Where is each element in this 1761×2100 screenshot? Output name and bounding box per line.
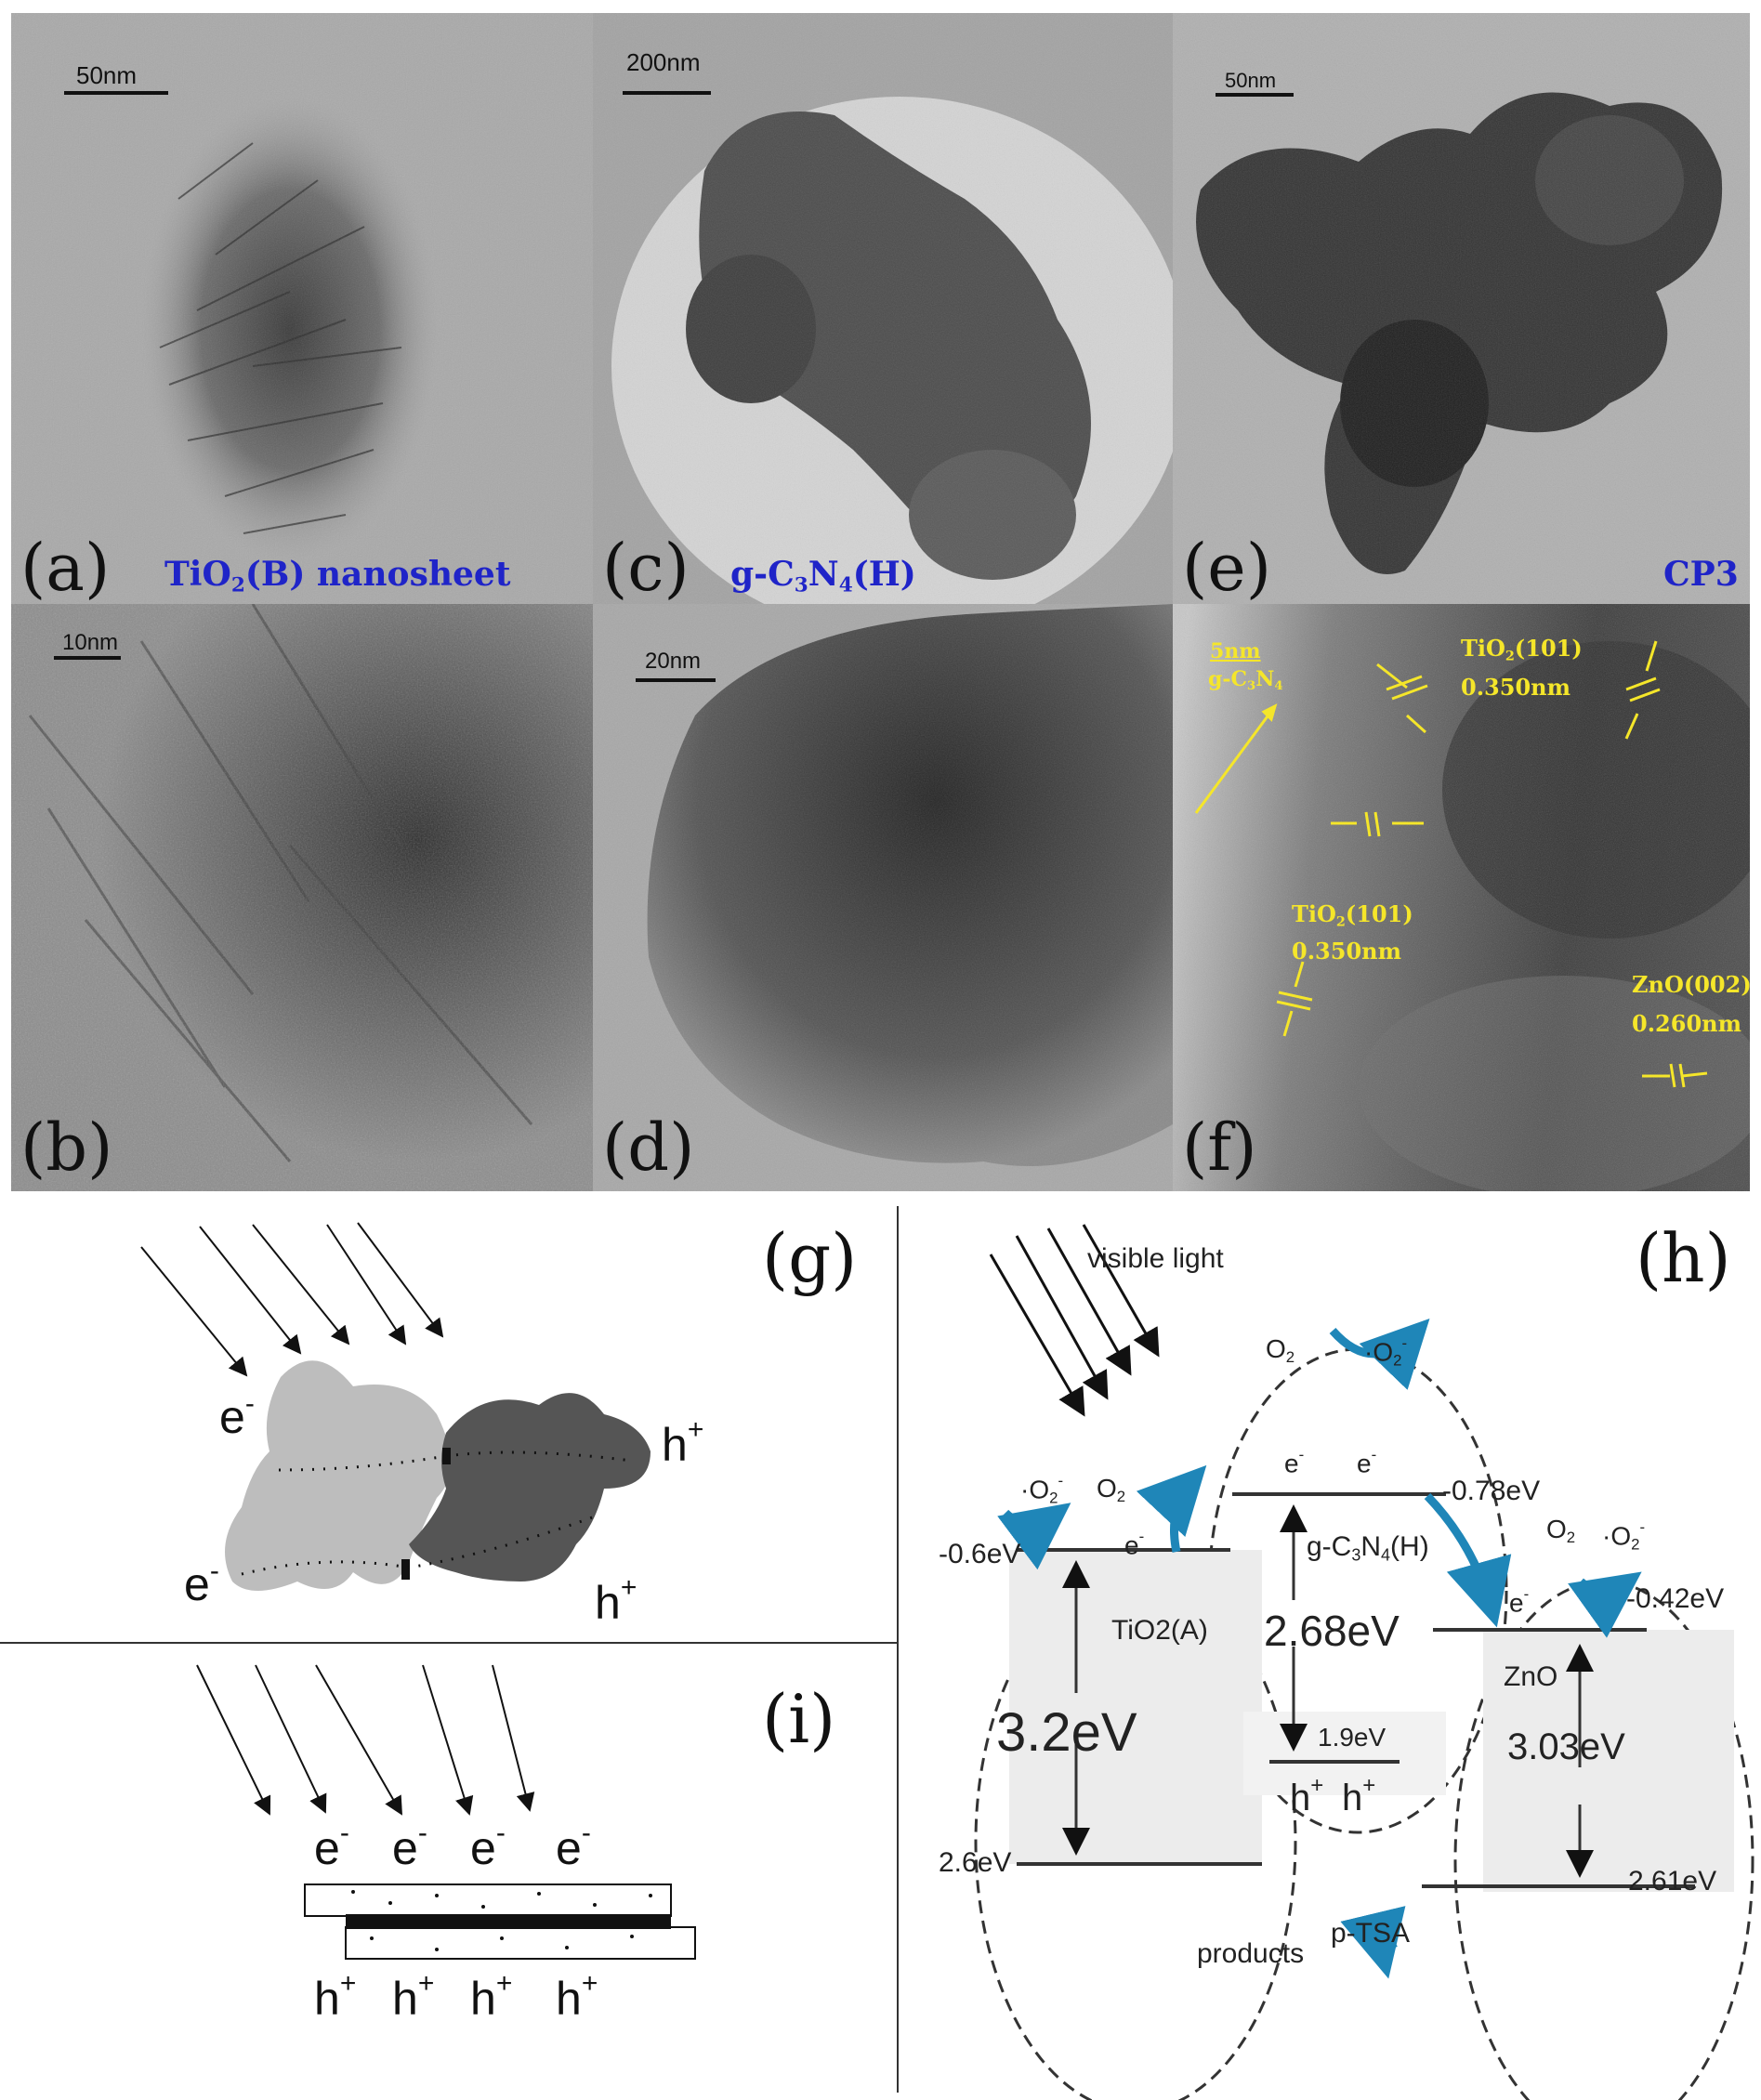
scale-label: 10nm	[62, 630, 119, 655]
panel-label-i: (i)	[762, 1680, 836, 1758]
zno-name: ZnO	[1504, 1661, 1558, 1692]
scale-label: 200nm	[626, 48, 701, 76]
electron-label: e-	[184, 1555, 219, 1610]
tem-panel-f: 5nm g-C3N4 TiO2(101) 0.350nm TiO2(101) 0…	[1173, 604, 1750, 1191]
electron-label: e-	[1124, 1528, 1145, 1560]
panel-label-a: (a)	[20, 530, 111, 604]
label-tio2-101-top-d: 0.350nm	[1461, 674, 1570, 701]
tio2-name: TiO2(A)	[1111, 1615, 1208, 1646]
panel-label-b: (b)	[20, 1109, 113, 1186]
caption-cp3: CP3	[1663, 555, 1739, 594]
electron-label: e-	[314, 1818, 349, 1874]
light-arrows-g	[140, 1222, 444, 1377]
tem-panel-c: 200nm (c) g-C3N4(H)	[593, 13, 1173, 604]
electron-label: e-	[556, 1818, 591, 1874]
hole-label: h+	[314, 1968, 356, 2025]
electron-label: e-	[1357, 1446, 1377, 1478]
scale-bar	[54, 656, 121, 660]
light-arrows-h	[989, 1224, 1160, 1417]
tio2-vb-value: 2.6eV	[939, 1847, 1012, 1878]
diagram-dividers	[0, 1206, 899, 2093]
scale-label: 5nm	[1210, 639, 1261, 663]
zno-vb-value: 2.61eV	[1628, 1866, 1717, 1897]
zno-gap: 3.03eV	[1507, 1726, 1625, 1767]
gcn-particle	[409, 1393, 651, 1582]
caption-tio2b-nanosheet: TiO2(B) nanosheet	[164, 555, 511, 597]
light-arrows-i	[196, 1664, 535, 1816]
o2-radical-label: ·O2-	[1602, 1518, 1646, 1554]
hole-label: h+	[1342, 1773, 1376, 1819]
label-zno-002: ZnO(002)	[1632, 971, 1750, 998]
electron-label: e-	[219, 1388, 255, 1443]
gcn-cb-value: -0.78eV	[1442, 1476, 1541, 1506]
o2-label: O2	[1097, 1474, 1126, 1506]
tem-panel-e: 50nm (e) CP3	[1173, 13, 1750, 604]
electron-label: e-	[392, 1818, 427, 1874]
hole-label: h+	[556, 1968, 598, 2025]
ptsa-label: p-TSA	[1331, 1918, 1411, 1949]
o2-radical-label: ·O2-	[1364, 1334, 1408, 1370]
scale-bar	[1216, 93, 1294, 97]
gcn-vb-value: 1.9eV	[1318, 1723, 1386, 1752]
gcn-gap: 2.68eV	[1264, 1607, 1400, 1655]
products-label: products	[1197, 1938, 1305, 1969]
tem-image-d	[593, 604, 1173, 1191]
scale-bar	[623, 91, 711, 95]
o2-radical-label: ·O2-	[1020, 1472, 1064, 1507]
scale-label: 50nm	[1225, 69, 1277, 92]
hole-label: h+	[470, 1968, 512, 2025]
panel-label-f: (f)	[1182, 1109, 1257, 1186]
tem-image-b	[11, 604, 593, 1191]
hole-label: h+	[392, 1968, 434, 2025]
scale-bar	[636, 678, 716, 682]
panel-label-e: (e)	[1182, 530, 1272, 604]
hole-label: h+	[595, 1572, 637, 1629]
diagram-g: e- e- h+ h+	[140, 1222, 703, 1629]
panel-label-h: (h)	[1636, 1219, 1731, 1297]
o2-label: O2	[1546, 1515, 1576, 1547]
diagram-h	[974, 1224, 1754, 2100]
label-zno-002-d: 0.260nm	[1632, 1010, 1741, 1037]
scale-label: 20nm	[645, 649, 702, 674]
diagram-i: e- e- e- e- h+ h+ h+ h+	[196, 1664, 696, 2025]
label-gcn: g-C3N4	[1208, 667, 1283, 693]
tem-panel-d: 20nm (d)	[593, 604, 1173, 1191]
tem-image-f	[1173, 604, 1750, 1191]
panel-label-d: (d)	[602, 1109, 695, 1186]
tem-image-a	[11, 13, 593, 604]
electron-label: e-	[1509, 1585, 1530, 1618]
tio2-gap: 3.2eV	[996, 1702, 1137, 1763]
electron-label: e-	[1284, 1446, 1305, 1478]
tem-panel-a: 50nm (a) TiO2(B) nanosheet	[11, 13, 593, 604]
label-tio2-101-mid-d: 0.350nm	[1292, 938, 1401, 965]
zno-cb-value: -0.42eV	[1626, 1583, 1725, 1614]
hole-label: h+	[1290, 1773, 1324, 1819]
label-tio2-101-top: TiO2(101)	[1461, 635, 1583, 664]
scale-label: 50nm	[76, 61, 138, 89]
tio2-particle	[225, 1360, 451, 1591]
tio2-cb-value: -0.6eV	[939, 1539, 1021, 1569]
caption-gcn-h: g-C3N4(H)	[730, 555, 916, 597]
tem-panel-b: 10nm (b)	[11, 604, 593, 1191]
electron-label: e-	[470, 1818, 506, 1874]
scale-bar	[64, 91, 168, 95]
label-tio2-101-mid: TiO2(101)	[1292, 900, 1413, 930]
gcn-name: g-C3N4(H)	[1307, 1531, 1429, 1565]
visible-light-label: visible light	[1087, 1243, 1224, 1274]
o2-label: O2	[1266, 1334, 1295, 1367]
panel-label-c: (c)	[602, 530, 690, 604]
tem-image-e	[1173, 13, 1750, 604]
panel-label-g: (g)	[762, 1219, 858, 1297]
hole-label: h+	[662, 1414, 703, 1471]
tem-image-c	[593, 13, 1173, 604]
